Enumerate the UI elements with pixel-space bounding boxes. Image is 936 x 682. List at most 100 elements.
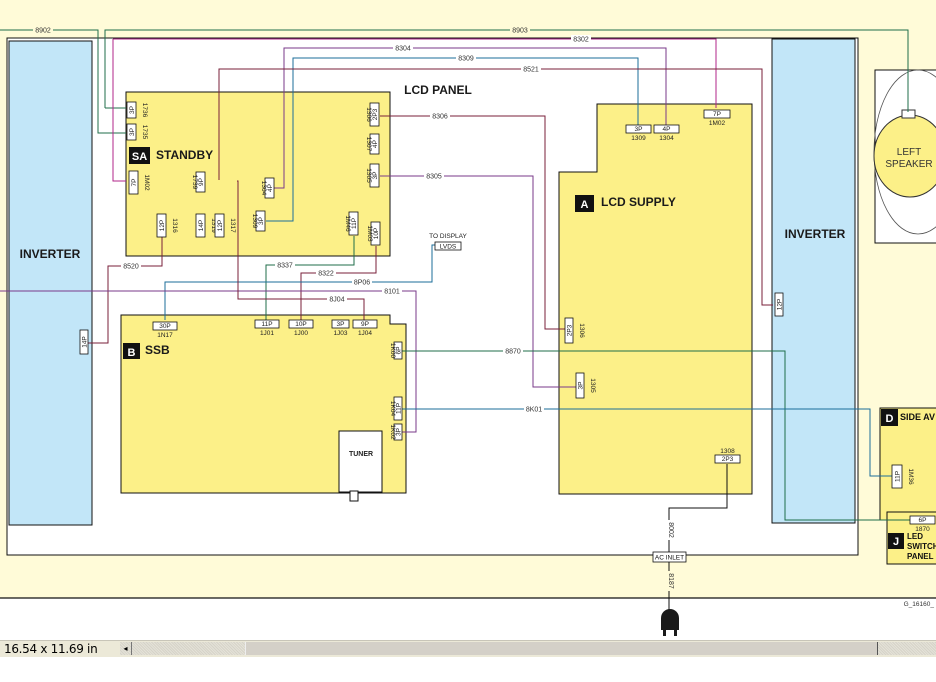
to-display-caption: TO DISPLAY [429, 233, 467, 240]
connector-ref: 1M02 [709, 120, 726, 127]
connector-ref: 1J04 [358, 330, 372, 337]
wire-8304 [272, 47, 667, 189]
connector-ref: 1K02 [389, 424, 396, 440]
wire-8903 [104, 29, 909, 112]
ssb-badge-text: B [128, 347, 136, 359]
connector-pins: 11P [396, 403, 403, 414]
connector-pins: 3P [635, 126, 643, 133]
connector-ref: 1735 [141, 125, 148, 140]
wire-label-8002: 8002 [667, 522, 674, 538]
connector-pins: 10P [295, 321, 307, 328]
wire-8K01 [400, 408, 892, 477]
connector-pins: 12P [777, 299, 784, 311]
standby-title: STANDBY [156, 148, 213, 162]
wire-label-8K01: 8K01 [526, 407, 542, 414]
connector-pins: 7P [713, 111, 721, 118]
wire-label-8902: 8902 [35, 28, 51, 35]
connector-ref: 1J01 [260, 330, 274, 337]
connector-1m02: 7P 1M02 [703, 109, 731, 127]
tuner-connector [349, 490, 359, 502]
wire-8305 [380, 175, 577, 388]
standby-badge [129, 147, 150, 164]
connector-pins: 10P [373, 228, 380, 240]
connector-ref: 1K04 [389, 401, 396, 417]
connector-1735: 3P 1735 [126, 123, 148, 141]
connector-pins: 2P3 [567, 324, 574, 336]
connector-pins: 11P [895, 471, 902, 482]
lcd-panel-title: LCD PANEL [404, 83, 472, 97]
ssb-title: SSB [145, 343, 170, 357]
page-size-readout: 16.54 x 11.69 in [4, 642, 98, 656]
wire-8302 [113, 38, 717, 108]
lcd-supply-board [558, 103, 753, 495]
side-av-title: SIDE AV [900, 412, 935, 422]
lvds-label: LVDS [440, 244, 457, 251]
connector-ref: 1306 [365, 107, 372, 122]
connector-14p: 14P [79, 329, 89, 355]
connector-ref: 1J03 [333, 330, 347, 337]
led-switch-badge [888, 533, 904, 549]
inverter-left-board [8, 40, 93, 526]
wire-label-8187: 8187 [667, 573, 674, 589]
connector-ref: 1M02 [143, 174, 150, 191]
wires [0, 29, 916, 615]
ssb-badge [123, 343, 140, 359]
wire-label-8J04: 8J04 [329, 297, 344, 304]
wire-8870 [400, 350, 916, 521]
connector-pins: 4P [663, 126, 671, 133]
horizontal-scrollbar[interactable]: ◂ [120, 642, 936, 655]
led-switch-title-3: PANEL [907, 552, 934, 561]
tuner-label: TUNER [349, 451, 373, 458]
connector-pins: 11P [351, 218, 358, 229]
wire-8520 [86, 236, 163, 344]
connector-pins: 3P [372, 172, 379, 180]
lvds-connector [434, 241, 462, 251]
connector-pins: 3P [396, 428, 403, 436]
connector-pins: 12P [159, 220, 166, 232]
scroll-left-arrow-icon[interactable]: ◂ [120, 642, 132, 655]
wire-8309 [266, 57, 639, 222]
wire-label-8309: 8309 [458, 56, 474, 63]
connector-ref: 1J00 [294, 330, 308, 337]
ssb-board [120, 314, 407, 494]
connector-1j03: 3P 1J03 [331, 319, 350, 337]
wire-8302-left [112, 39, 126, 182]
connector-pins: 6P [396, 347, 403, 355]
connector-ref: 1308 [720, 448, 735, 455]
connector-pins: 3P [337, 321, 345, 328]
connector-pins: 9P [198, 178, 205, 186]
scroll-thumb[interactable] [245, 642, 878, 655]
led-switch-title-1: LED [907, 532, 923, 541]
wire-label-8870: 8870 [505, 349, 521, 356]
wire-label-8P06: 8P06 [354, 280, 370, 287]
scroll-track-end [877, 642, 878, 655]
wire-labels: 8902 8903 8302 8304 8309 8521 8306 8305 … [33, 26, 674, 591]
connector-pins: 6P [919, 517, 927, 524]
side-av-badge [881, 409, 898, 426]
connector-pins: 14P [198, 220, 205, 232]
connector-ref: 1M03 [366, 225, 373, 242]
connector-ref: 1304 [260, 181, 267, 196]
connector-pins: 4P [372, 140, 379, 148]
connector-pins: 3P [129, 128, 136, 136]
wire-label-8302: 8302 [573, 37, 589, 44]
connector-ref: 1317 [229, 218, 236, 233]
connector-ref: 1739 [191, 175, 198, 190]
connector-ref: 1307 [365, 137, 372, 152]
lcd-supply-badge-text: A [581, 199, 589, 211]
connector-pins: 3P [129, 106, 136, 114]
